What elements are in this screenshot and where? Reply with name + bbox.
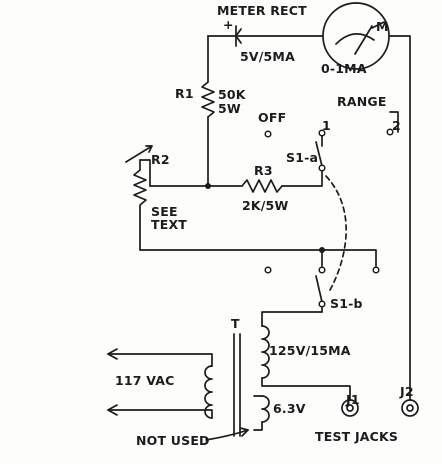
meter-range-label: 0-1MA [321,61,367,76]
primary-top-wire [107,353,213,367]
s1b-contact-2 [372,266,380,274]
position-1-label: 1 [322,118,331,133]
off-label: OFF [258,110,287,125]
primary-voltage-label: 117 VAC [115,373,175,388]
lv-lead-bottom [253,421,263,431]
jack-j1-inner [346,404,354,412]
r3-value-label: 2K/5W [242,198,289,213]
r2-top-wire [139,159,151,187]
s1b-off-contact [264,266,272,274]
primary-bottom-arrow [107,404,118,416]
s1a-contact-1 [318,129,326,137]
primary-coil [204,365,213,419]
not-used-label: NOT USED [136,433,210,448]
jack-j2-outer [401,399,419,417]
jack-j1-label: J1 [346,392,360,407]
r2-wiper-arrow [125,145,153,163]
wire-top-right [389,35,411,401]
meter-rect-label: METER RECT [217,3,307,18]
r2-text-label: TEXT [151,217,188,232]
s1a-label: S1-a [286,150,319,165]
jack-j2-inner [406,404,414,412]
transformer-core [233,333,241,437]
r2-label: R2 [151,152,170,167]
primary-bottom-wire [107,409,213,419]
ganged-link [325,175,347,291]
secondary-hv-coil [261,325,270,379]
s1a-off-contact [264,130,272,138]
rectifier-plus-label: + [223,17,234,32]
wire-mid-right [321,249,377,267]
s1b-common-contact [318,300,326,308]
meter-needle [354,25,373,55]
meter-circle [322,2,390,70]
range-bracket [389,111,399,133]
meter-m-label: M [376,19,389,34]
primary-top-arrow [107,348,118,360]
rectifier-rating-label: 5V/5MA [240,49,295,64]
transformer-label: T [231,316,240,331]
r2-resistor [133,159,147,251]
meter-m-lead [371,21,385,29]
position-2-label: 2 [392,118,401,133]
r3-label: R3 [254,163,273,178]
wire-r3-right [281,165,323,187]
s1a-blade [315,141,323,167]
r1-resistor [201,81,215,118]
rectifier-diode [235,25,242,47]
not-used-arrowhead [239,427,249,437]
r2-see-label: SEE [151,204,178,219]
wire-to-hv-top [261,311,323,327]
jack-j1-outer [341,399,359,417]
range-label: RANGE [337,94,387,109]
r3-resistor [241,179,283,193]
junction-r1-r3 [205,183,211,189]
jack-j2-label: J2 [400,384,414,399]
s1a-common-contact [318,164,326,172]
r1-watt-label: 5W [218,101,241,116]
s1b-blade [315,275,323,303]
secondary-lv-label: 6.3V [273,401,306,416]
meter-dial-arc [335,33,375,45]
s1b-contact-1 [318,266,326,274]
wire-hv-bottom [261,377,351,401]
secondary-hv-label: 125V/15MA [269,343,351,358]
s1b-label: S1-b [330,296,363,311]
secondary-lv-coil [261,395,270,423]
test-jacks-label: TEST JACKS [315,429,399,444]
s1a-contact-2 [386,128,394,136]
r1-label: R1 [175,86,194,101]
not-used-leader [205,429,249,441]
r1-value-label: 50K [218,87,246,102]
junction-s1b-top [319,247,325,253]
